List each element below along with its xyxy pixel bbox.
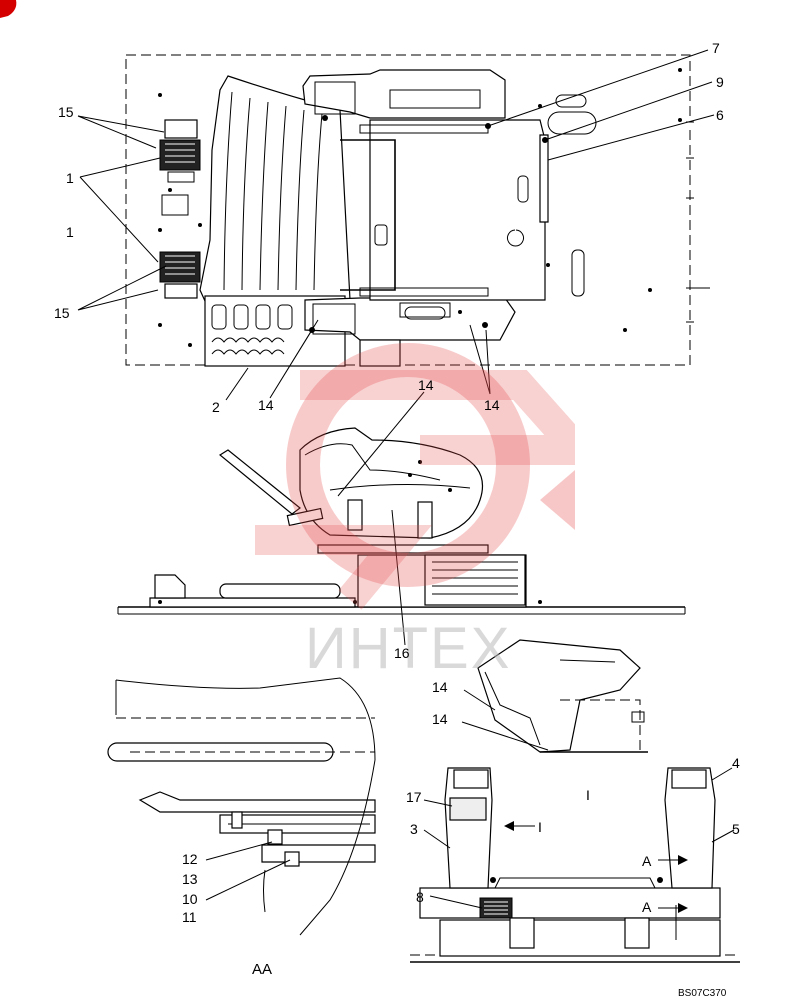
callout-14-a: 14 [258,397,274,413]
callout-14-c: 14 [484,397,500,413]
callout-17: 17 [406,789,422,805]
callout-16: 16 [394,645,410,661]
callout-1-lower: 1 [66,224,74,240]
top-view [125,54,710,367]
callout-2: 2 [212,399,220,415]
callout-15-upper: 15 [58,104,74,120]
callout-4: 4 [732,755,740,771]
pedal-upper [159,119,201,183]
callout-6: 6 [716,107,724,123]
callout-14-e: 14 [432,711,448,727]
pedal-lower [159,251,201,299]
arrow-label-i: I [538,819,542,835]
callout-14-d: 14 [432,679,448,695]
view-arrows [504,821,688,913]
callout-3: 3 [410,821,418,837]
side-view [117,427,686,753]
callout-labels: 15 1 1 15 7 9 6 2 14 14 14 16 14 14 I 4 … [54,40,740,999]
callout-10: 10 [182,891,198,907]
callout-5: 5 [732,821,740,837]
callout-8: 8 [416,889,424,905]
view-label-i: I [586,787,590,803]
corner-badge [0,0,17,18]
leader-lines [77,49,735,909]
watermark-gear-logo [255,343,575,610]
callout-1-upper: 1 [66,170,74,186]
callout-12: 12 [182,851,198,867]
callout-13: 13 [182,871,198,887]
callout-9: 9 [716,74,724,90]
front-view [410,767,740,963]
section-label-aa: AA [252,961,272,978]
section-aa [107,677,376,936]
callout-7: 7 [712,40,720,56]
callout-15-lower: 15 [54,305,70,321]
callout-14-b: 14 [418,377,434,393]
callout-11: 11 [182,909,197,925]
arrow-label-a-upper: A [642,853,652,869]
watermark-text: ИНТЕХ [305,616,511,681]
drawing-code: BS07C370 [678,988,727,999]
arrow-label-a-lower: A [642,899,652,915]
